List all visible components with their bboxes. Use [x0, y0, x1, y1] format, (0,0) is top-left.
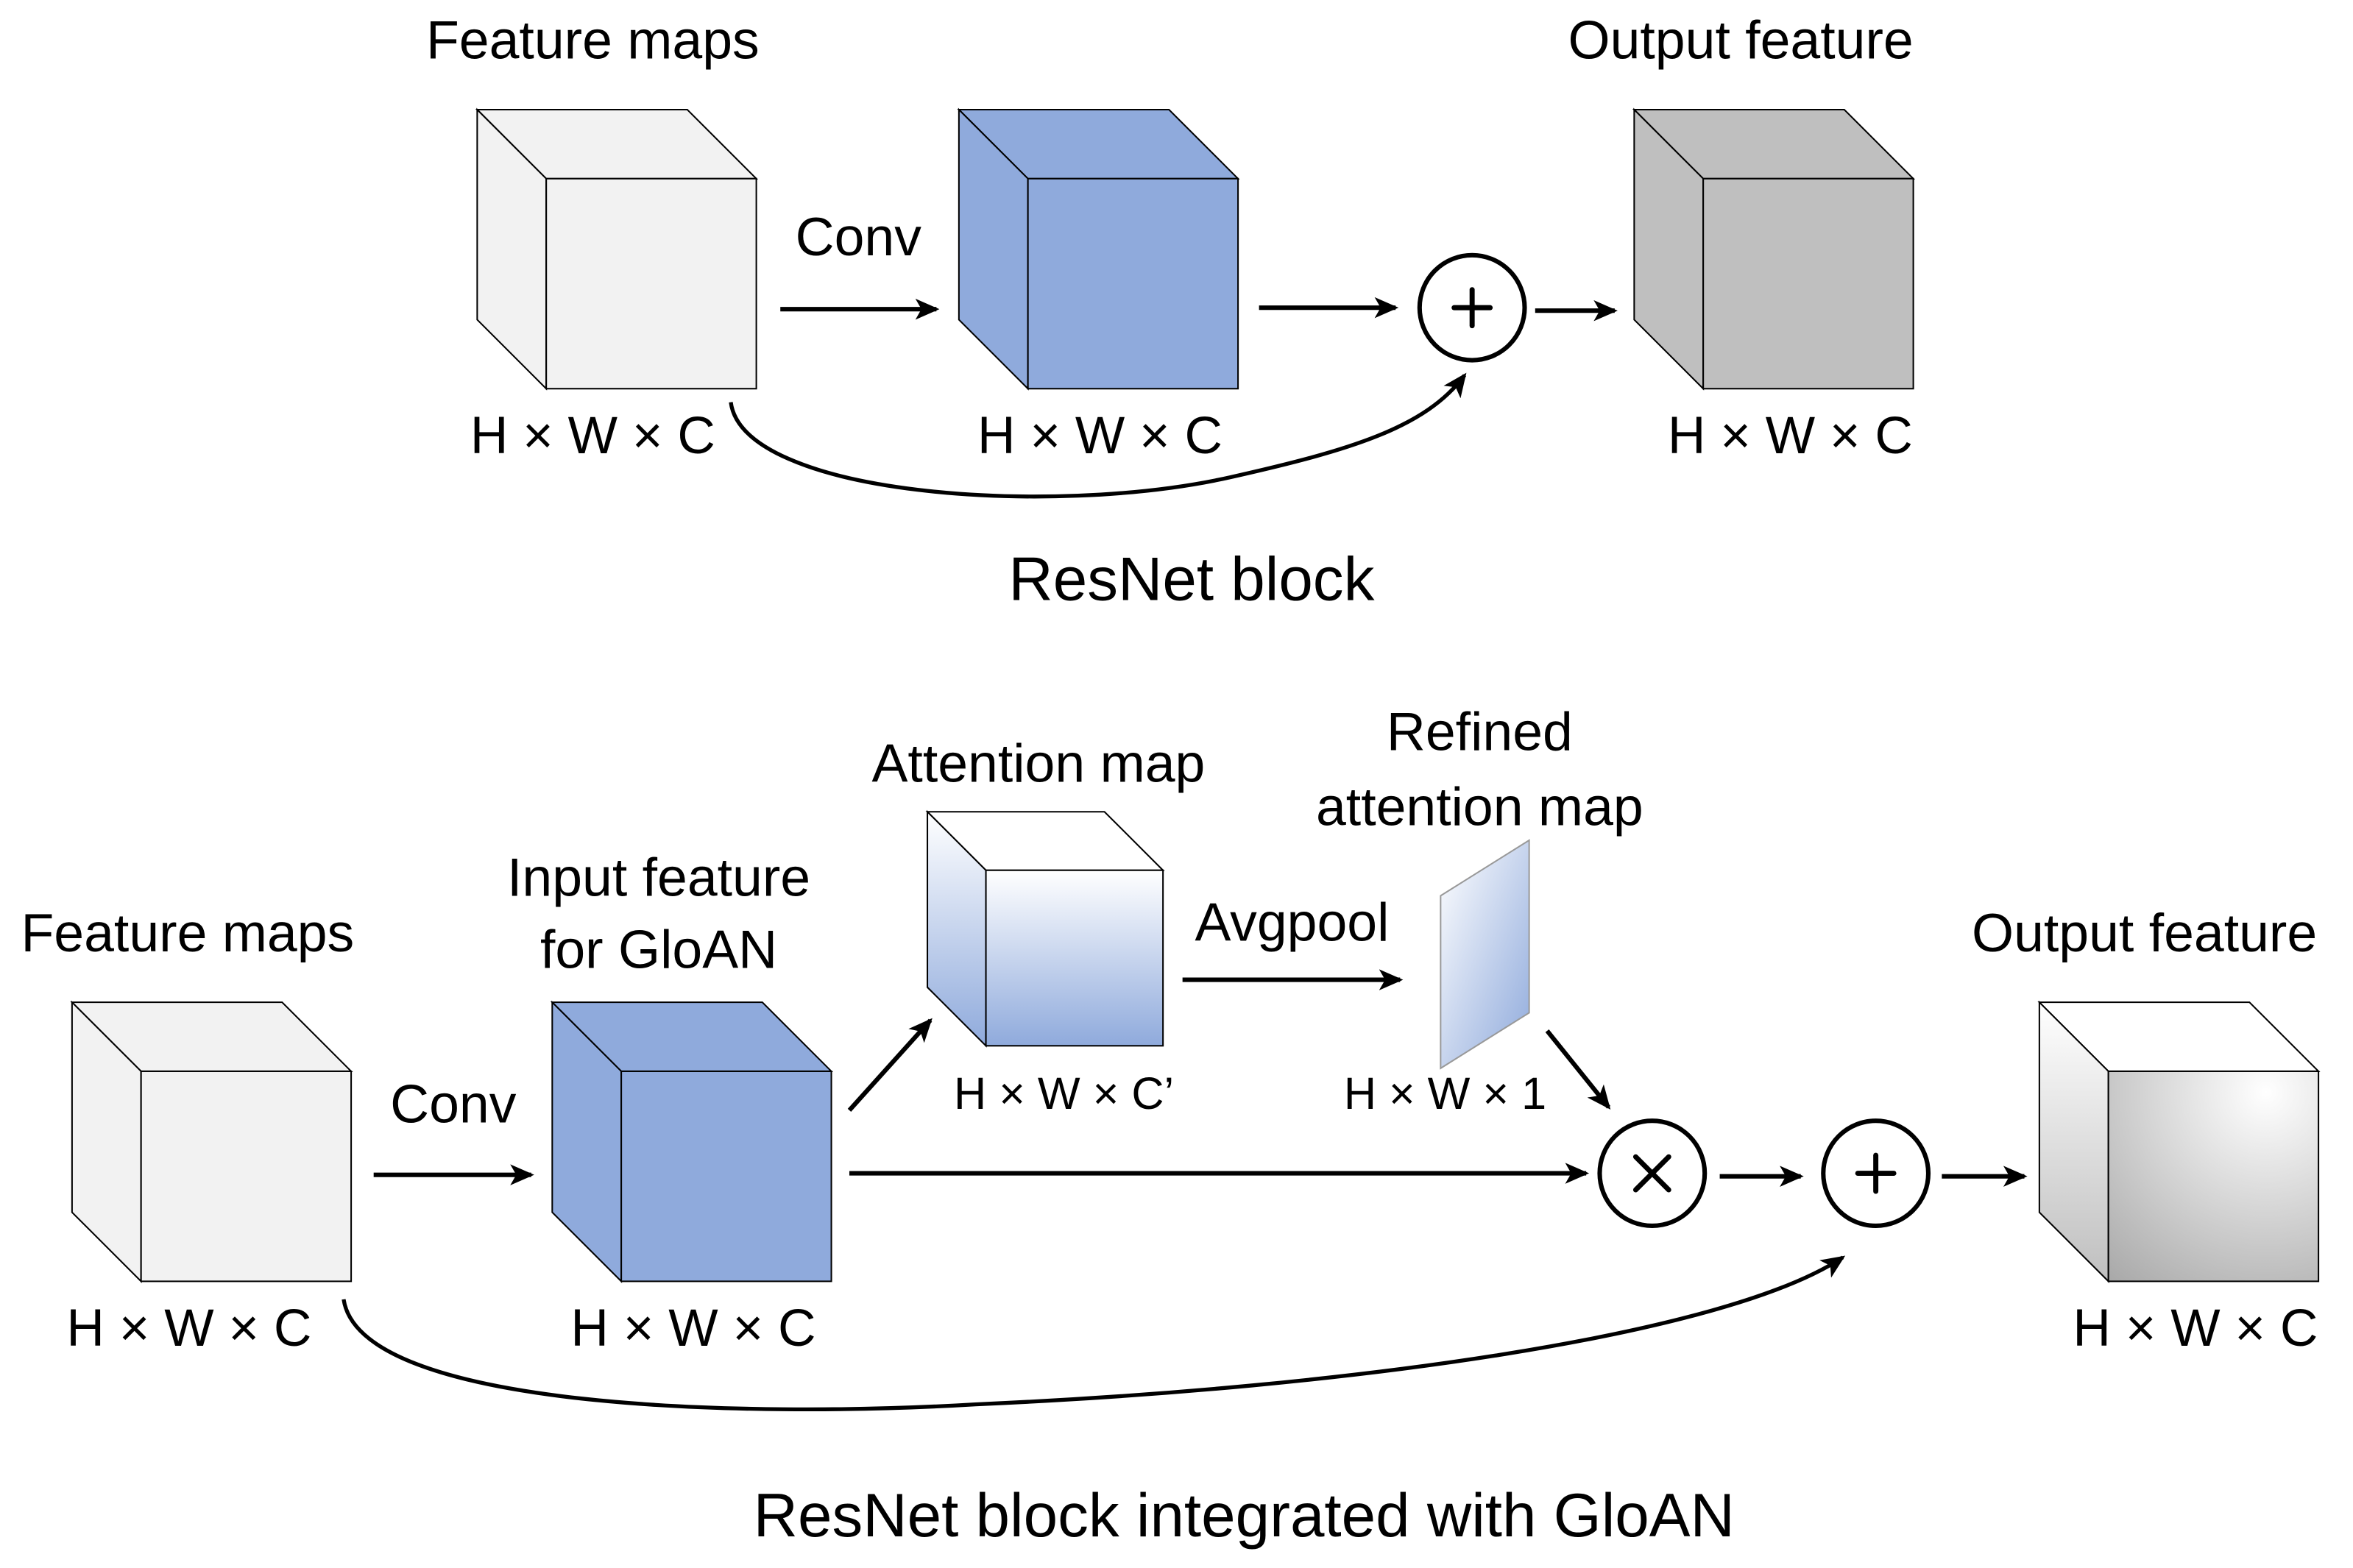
attention-map-dims: H × W × C’	[954, 1068, 1174, 1118]
resnet-block-diagram: Feature maps H × W × C Conv H × W × C	[426, 10, 1916, 614]
bottom-input-cube	[70, 1000, 353, 1283]
gloan-input-dims: H × W × C	[570, 1299, 815, 1358]
gloan-input-label-line2: for GloAN	[540, 919, 777, 979]
attention-map-cube	[925, 809, 1165, 1048]
top-conv-label: Conv	[796, 207, 922, 267]
top-input-cube	[475, 107, 759, 391]
resnet-gloan-diagram: Feature maps H × W × C Conv Input featur…	[21, 702, 2321, 1550]
top-input-label: Feature maps	[426, 10, 760, 71]
gloan-input-label-line1: Input feature	[507, 847, 810, 907]
refined-to-multiply-arrow	[1545, 1029, 1611, 1110]
top-diagram-title: ResNet block	[1008, 544, 1374, 614]
top-output-dims: H × W × C	[1668, 406, 1913, 465]
bottom-conv-label: Conv	[390, 1074, 517, 1134]
top-add-operator	[1417, 252, 1527, 363]
bottom-output-cube	[2037, 1000, 2321, 1283]
refined-map-label-line1: Refined	[1387, 702, 1573, 762]
multiply-operator	[1597, 1118, 1708, 1229]
bottom-diagram-title: ResNet block integrated with GloAN	[754, 1480, 1735, 1550]
bottom-add-operator	[1821, 1118, 1931, 1229]
attention-map-label: Attention map	[871, 733, 1205, 793]
to-attention-arrow	[847, 1018, 933, 1113]
bottom-input-dims: H × W × C	[66, 1299, 311, 1358]
gloan-input-cube	[550, 1000, 834, 1283]
bottom-input-label: Feature maps	[21, 903, 354, 963]
bottom-skip-connection	[342, 1255, 1846, 1412]
top-output-label: Output feature	[1568, 10, 1914, 71]
avgpool-label: Avgpool	[1195, 893, 1390, 953]
top-skip-connection	[729, 372, 1467, 499]
refined-map-dims: H × W × 1	[1344, 1068, 1546, 1118]
top-conv-cube	[957, 107, 1240, 391]
refined-map-label-line2: attention map	[1316, 777, 1643, 837]
top-conv-dims: H × W × C	[977, 406, 1223, 465]
top-input-dims: H × W × C	[470, 406, 715, 465]
refined-attention-slab	[1440, 839, 1530, 1070]
top-output-cube	[1632, 107, 1916, 391]
bottom-output-dims: H × W × C	[2073, 1299, 2318, 1358]
bottom-output-label: Output feature	[1972, 903, 2317, 963]
